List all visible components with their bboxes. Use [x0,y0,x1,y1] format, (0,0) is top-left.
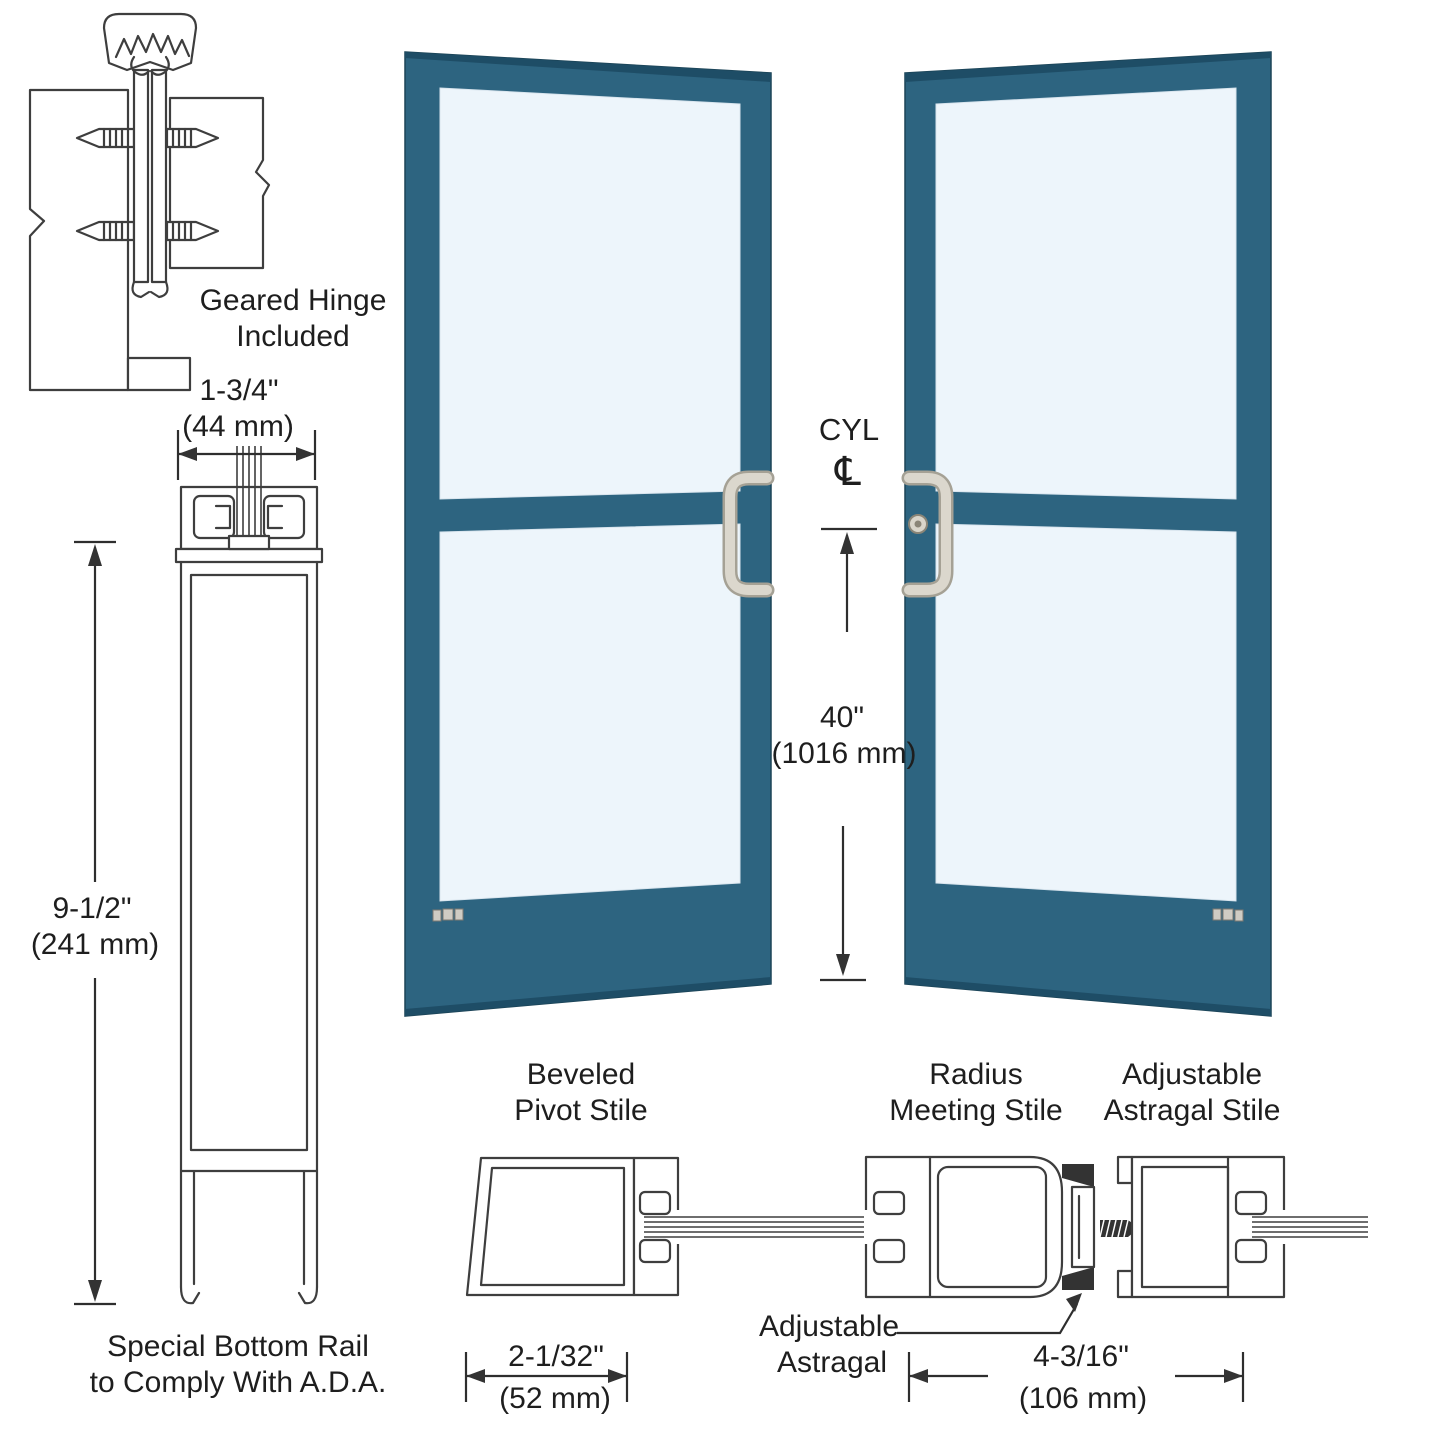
dim-astragal-assembly-in: 4-3/16" [1033,1340,1129,1373]
dim-pivot-stile-in: 2-1/32" [508,1340,604,1373]
left-door-bottom-edge [405,977,771,1016]
left-door-upper-glass [439,87,741,500]
dim-cylinder-height-in: 40" [819,701,865,734]
dim-cylinder-height [820,527,877,982]
bottom-rail-section-drawing [174,446,324,1305]
dim-pivot-stile-width [464,1352,629,1402]
dim-stile-width-in: 1-3/4" [199,374,279,407]
left-door-lock-hardware [432,908,464,922]
dim-bottom-rail-mm: (241 mm) [30,928,160,961]
astragal-label-line2: Astragal [776,1346,888,1379]
dim-bottom-rail-in: 9-1/2" [52,892,132,925]
bottom-rail-note-line2: to Comply With A.D.A. [89,1366,387,1399]
astragal-clamp-bottom [1062,1267,1094,1290]
astragal-screw [1099,1219,1139,1238]
cylinder-lock-keyway [914,520,922,528]
right-door-pull-handle [904,473,951,595]
hinge-note-line1: Geared Hinge [199,284,387,317]
dim-astragal-assembly-width [907,1352,1245,1402]
pivot-stile-label-line1: Beveled [526,1058,636,1091]
hinge-gear-teeth [114,32,191,59]
section-glass-left [644,1216,864,1238]
section-glass-right [1252,1216,1368,1238]
cylinder-callout-label: CYL [818,412,880,447]
astragal-stile-label-line1: Adjustable [1121,1058,1263,1091]
dim-astragal-assembly-mm: (106 mm) [1018,1382,1148,1415]
astragal-leader-line [897,1293,1082,1335]
dim-stile-width-mm: (44 mm) [182,410,294,443]
right-door-bottom-edge [905,977,1271,1016]
left-door [404,51,775,1017]
right-door-lower-glass [935,523,1237,902]
astragal-label-line1: Adjustable [758,1310,900,1343]
right-door-lock-hardware [1212,908,1244,922]
right-door-top-edge [905,52,1271,82]
bottom-rail-note-line1: Special Bottom Rail [107,1330,369,1363]
right-door-upper-glass [935,87,1237,500]
astragal-stile-label-line2: Astragal Stile [1103,1094,1281,1127]
pivot-stile-label-line2: Pivot Stile [514,1094,648,1127]
dim-cylinder-height-mm: (1016 mm) [771,737,917,770]
dim-bottom-rail-height [74,540,116,1306]
left-door-pull-handle [725,473,772,595]
astragal-bar [1070,1185,1096,1269]
dim-pivot-stile-mm: (52 mm) [499,1382,611,1415]
hinge-note-line2: Included [236,320,350,353]
astragal-stile-section-drawing [1116,1155,1286,1299]
left-door-lower-glass [439,523,741,902]
right-door [901,51,1272,1017]
meeting-stile-label-line2: Meeting Stile [889,1094,1063,1127]
rail-section-glass [236,446,262,536]
geared-hinge-drawing [28,12,271,392]
astragal-clamp-top [1062,1164,1094,1187]
centerline-symbol: ℄ [835,449,861,495]
dim-stile-width [176,430,317,480]
meeting-stile-section-drawing [864,1155,1096,1299]
left-door-top-edge [405,52,771,82]
meeting-stile-label-line1: Radius [929,1058,1023,1091]
